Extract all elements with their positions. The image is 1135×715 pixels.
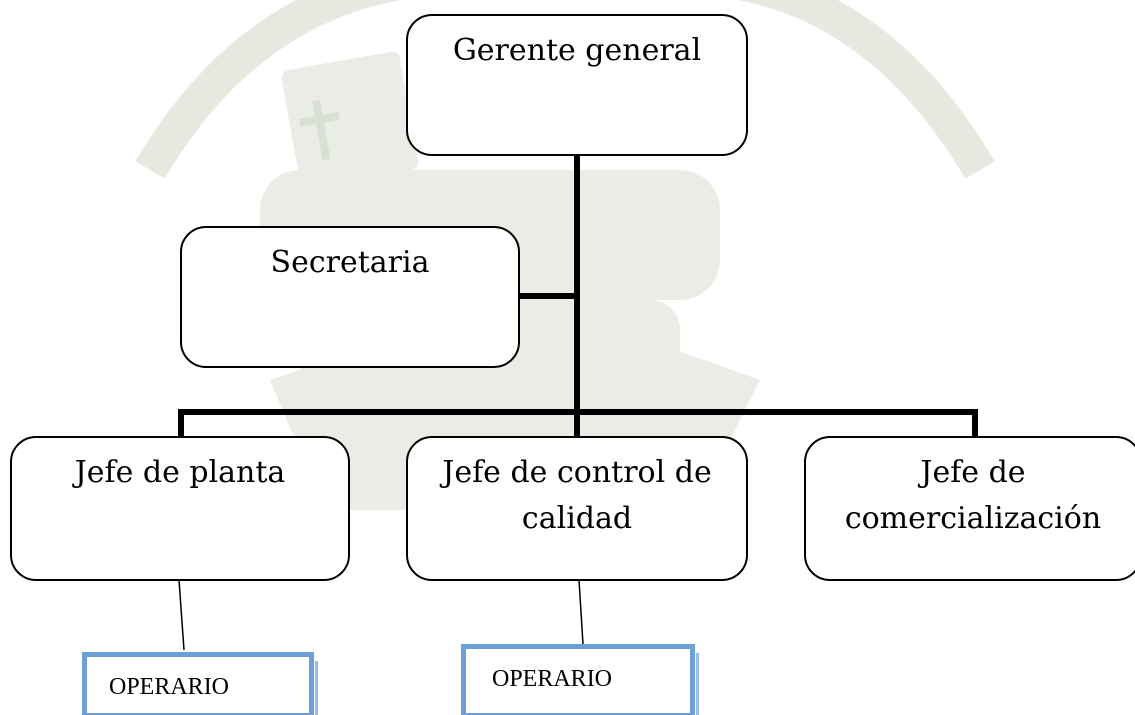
node-operario-calidad-label: OPERARIO	[492, 666, 613, 692]
node-jefe-de-planta-label: Jefe de planta	[74, 455, 286, 490]
node-jefe-comercializacion: Jefe de comercialización	[804, 436, 1135, 581]
node-gerente-general: Gerente general	[406, 14, 748, 156]
node-jefe-comercializacion-line1: Jefe de	[920, 455, 1026, 490]
node-jefe-comercializacion-line2: comercialización	[844, 501, 1102, 536]
node-jefe-control-calidad: Jefe de control de calidad	[406, 436, 748, 581]
node-jefe-de-planta: Jefe de planta	[10, 436, 350, 581]
node-jefe-control-calidad-line2: calidad	[521, 501, 633, 536]
node-gerente-general-label: Gerente general	[452, 33, 702, 68]
node-operario-planta-label: OPERARIO	[109, 674, 230, 700]
node-operario-planta: OPERARIO	[82, 652, 318, 715]
node-secretaria-label: Secretaria	[270, 245, 430, 280]
node-jefe-control-calidad-line1: Jefe de control de	[442, 455, 712, 490]
node-secretaria: Secretaria	[180, 226, 520, 368]
node-operario-calidad: OPERARIO	[461, 644, 699, 715]
